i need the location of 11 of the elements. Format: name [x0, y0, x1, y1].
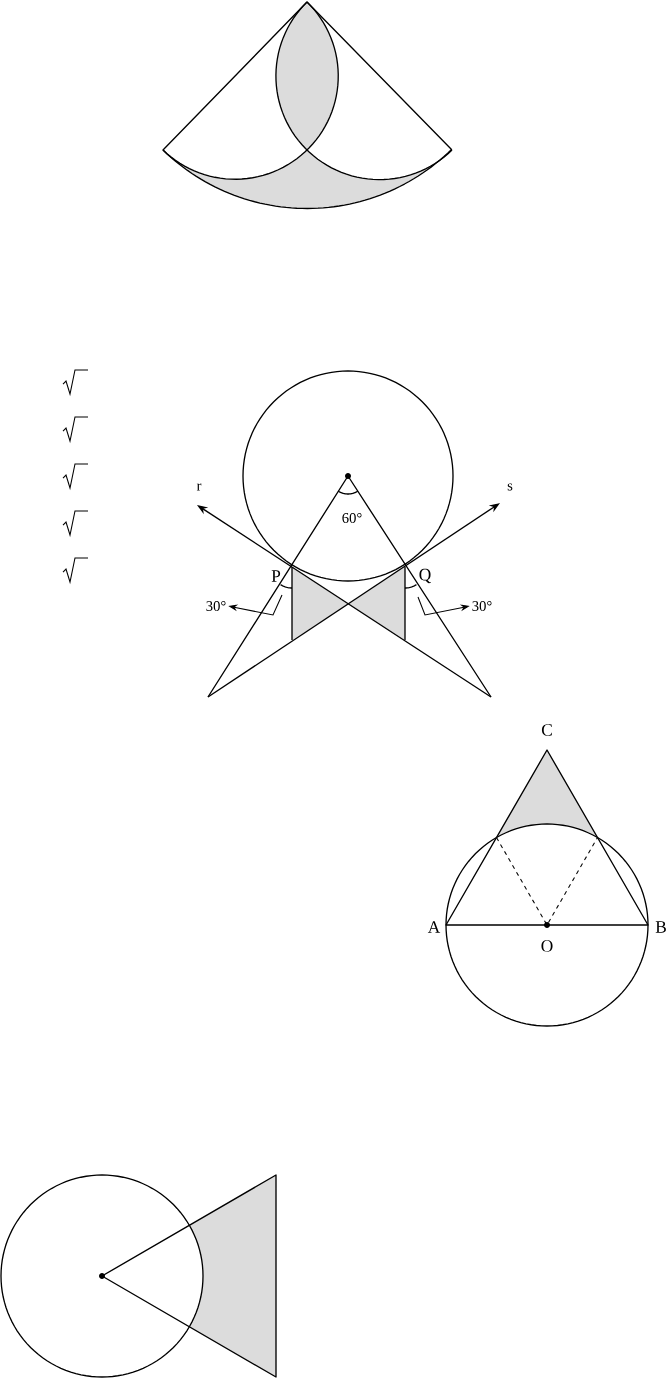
point-label: O [541, 940, 553, 952]
angle-label: 30° [472, 601, 492, 611]
point-label: B [655, 921, 666, 933]
point-label: A [427, 921, 441, 933]
line-label: r [196, 483, 202, 491]
angle-label: 60° [342, 513, 362, 523]
point-label: P [271, 570, 281, 582]
point-label: Q [419, 568, 431, 584]
line-label: s [507, 483, 513, 491]
angle-label: 30° [206, 601, 226, 611]
point-label: C [541, 724, 552, 736]
